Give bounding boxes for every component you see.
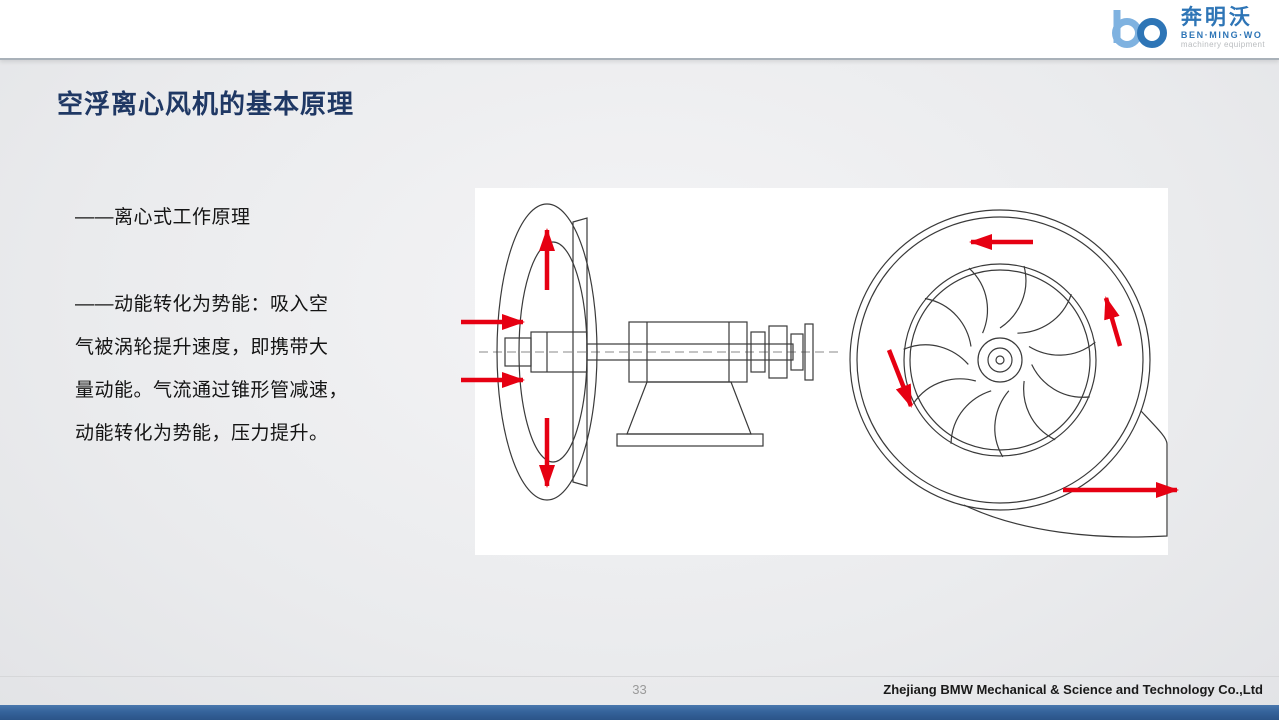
brand-name-cn: 奔明沃	[1180, 6, 1253, 29]
brand-name-en: BEN·MING·WO	[1180, 30, 1263, 41]
paragraph-line: ——动能转化为势能：吸入空	[75, 294, 329, 315]
page-number: 33	[632, 682, 647, 697]
logo-bo-icon	[1111, 9, 1167, 48]
diagram-panel	[461, 188, 1179, 555]
side-section-view	[479, 203, 839, 501]
paragraph-line: 气被涡轮提升速度，即携带大	[75, 337, 329, 358]
paragraph-line: 量动能。气流通过锥形管减速，	[75, 380, 349, 401]
paragraph-line: 动能转化为势能，压力提升。	[75, 423, 329, 444]
footer-company: Zhejiang BMW Mechanical & Science and Te…	[883, 682, 1263, 697]
bottom-accent-bar	[0, 705, 1279, 720]
principle-paragraph: ——动能转化为势能：吸入空 气被涡轮提升速度，即携带大 量动能。气流通过锥形管减…	[75, 283, 348, 455]
principle-heading: ——离心式工作原理	[75, 207, 251, 228]
front-impeller-view	[849, 209, 1168, 538]
company-logo: 奔明沃 BEN·MING·WO machinery equipment	[1108, 6, 1265, 50]
slide-title: 空浮离心风机的基本原理	[57, 89, 355, 119]
logo-text-block: 奔明沃 BEN·MING·WO machinery equipment	[1181, 6, 1265, 50]
brand-tagline: machinery equipment	[1180, 40, 1265, 50]
airflow-arrows	[461, 228, 1179, 498]
footer: 33 Zhejiang BMW Mechanical & Science and…	[0, 676, 1279, 705]
header-band: 奔明沃 BEN·MING·WO machinery equipment	[0, 0, 1279, 60]
blower-technical-drawing	[461, 203, 1179, 538]
